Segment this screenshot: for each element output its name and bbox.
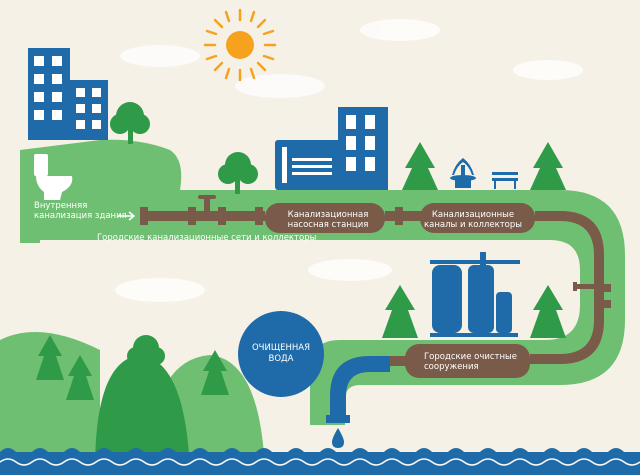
- clouds: [115, 19, 583, 302]
- label-city-sewer: Городские канализационные сети и коллект…: [97, 233, 317, 243]
- label-indoor-sewer: Внутренняя канализация здания: [34, 201, 127, 221]
- water: [0, 448, 640, 475]
- tree-icon-2: [218, 152, 258, 194]
- label-clean-water: ОЧИЩЕННАЯ ВОДА: [251, 343, 311, 364]
- label-treatment-plant: Городские очистные сооружения: [424, 352, 517, 372]
- label-canals: Канализационные каналы и коллекторы: [423, 210, 522, 230]
- bench-icon: [492, 172, 518, 189]
- arrow-icon: [118, 211, 136, 221]
- valve-icon: [198, 195, 216, 212]
- clean-water-badge: ОЧИЩЕННАЯ ВОДА: [238, 311, 324, 397]
- label-pump-station: Канализационная насосная станция: [287, 210, 369, 230]
- hill-trees: [36, 335, 229, 400]
- toilet-icon: [34, 154, 73, 200]
- water-drop-icon: [332, 428, 344, 448]
- valve-icon-2: [573, 282, 595, 291]
- sewer-pipe: [140, 203, 611, 378]
- treatment-tanks-icon: [430, 252, 520, 337]
- factory-icon: [275, 107, 388, 190]
- sun-icon: [203, 8, 277, 82]
- fir-tree-icon: [402, 142, 566, 190]
- clean-water-pipe: [326, 356, 390, 448]
- fountain-icon: [450, 158, 476, 188]
- tree-icon: [110, 102, 150, 144]
- building-icon: [28, 48, 108, 140]
- fir-tree-icon-2: [382, 285, 566, 338]
